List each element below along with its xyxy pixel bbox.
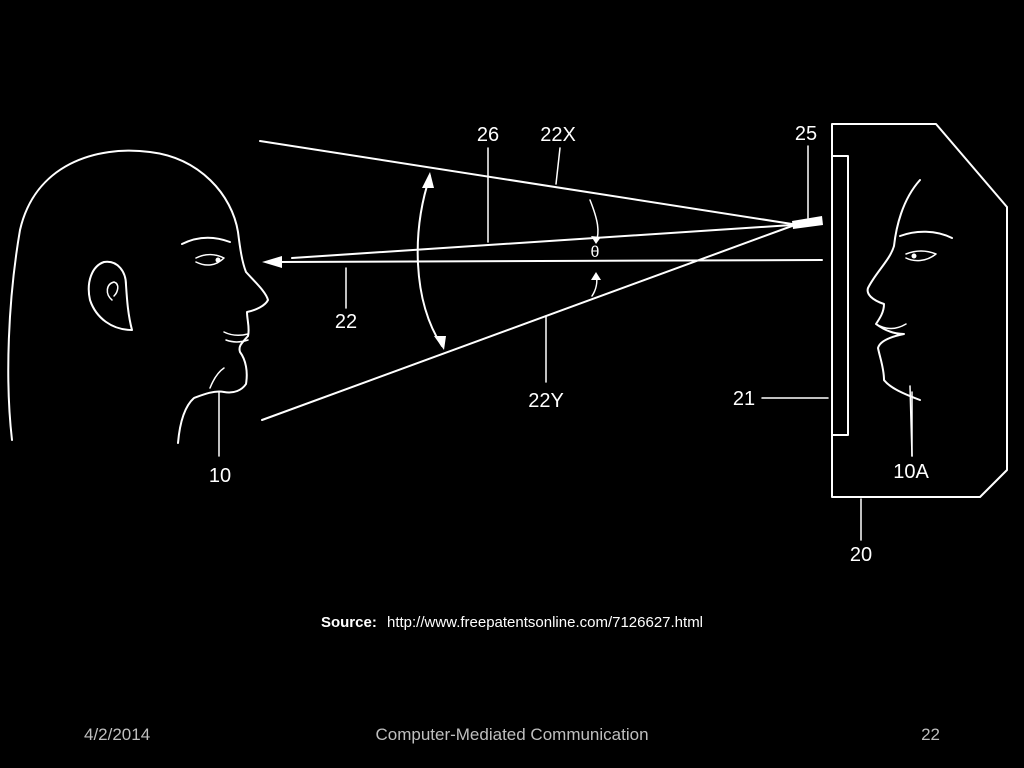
label-22x: 22X: [540, 124, 576, 146]
footer-date: 4/2/2014: [84, 725, 151, 744]
optical-geometry: [259, 140, 823, 421]
viewer-head-drawing: [7, 149, 269, 444]
leader-lines: [218, 145, 913, 541]
label-26: 26: [477, 124, 499, 146]
label-21: 21: [733, 388, 755, 410]
label-10a: 10A: [893, 461, 929, 483]
monitor-drawing: [792, 123, 1008, 498]
label-10: 10: [209, 465, 231, 487]
label-22: 22: [335, 311, 357, 333]
source-label: Source:: [320, 614, 377, 631]
footer-page-number: 22: [921, 725, 940, 744]
label-22y: 22Y: [528, 390, 564, 412]
label-theta: θ: [591, 244, 600, 261]
source-url: http://www.freepatentsonline.com/7126627…: [387, 614, 704, 631]
source-citation: Source: http://www.freepatentsonline.com…: [0, 614, 1024, 631]
label-20: 20: [850, 544, 872, 566]
footer-title: Computer-Mediated Communication: [375, 725, 649, 744]
reference-labels: 26 22X 25 θ 22 22Y 21 10 10A 20: [209, 123, 930, 566]
screen-face-drawing: [866, 179, 953, 457]
label-25: 25: [795, 123, 817, 145]
patent-figure: 26 22X 25 θ 22 22Y 21 10 10A 20: [7, 123, 1008, 566]
